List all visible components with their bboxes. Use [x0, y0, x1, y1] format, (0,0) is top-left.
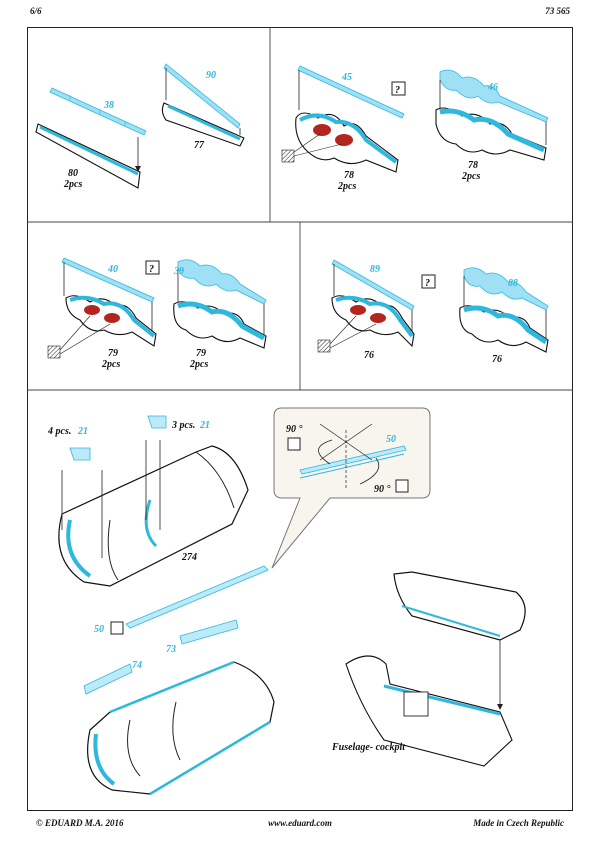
part-78-right: [435, 107, 547, 161]
label-etch-45: 45: [341, 72, 352, 83]
kit-code: 73 565: [545, 6, 570, 16]
panel-4: [317, 259, 549, 353]
label-qty-78a: 2pcs: [337, 181, 356, 192]
label-etch-88: 88: [508, 278, 518, 289]
panel-dividers: [27, 27, 573, 391]
etch-39: [177, 259, 267, 305]
label-part-78b: 78: [468, 160, 478, 171]
label-qty-80: 2pcs: [63, 179, 82, 190]
label-fuselage-cockpit: Fuselage- cockpit: [331, 742, 406, 753]
etch-21-a: [69, 447, 91, 461]
label-hint-p2: ?: [395, 85, 400, 96]
label-etch-38: 38: [103, 100, 114, 111]
label-part-76a: 76: [364, 350, 374, 361]
label-qty-79a: 2pcs: [101, 359, 120, 370]
etch-strip-45: [297, 65, 405, 119]
part-labels: 38 90 80 2pcs 77 45 ? 46 78 2pcs 78 2pcs…: [47, 70, 518, 753]
part-76-right: [459, 305, 549, 353]
etch-73: [179, 619, 239, 645]
label-angle-a: 90 °: [286, 424, 303, 435]
label-etch-39: 39: [173, 266, 184, 277]
label-qty-21a: 4 pcs.: [47, 426, 71, 437]
label-qty-78b: 2pcs: [461, 171, 480, 182]
label-etch-21a: 21: [77, 426, 88, 437]
label-etch-90: 90: [206, 70, 216, 81]
panel-1: [35, 63, 245, 189]
label-hint-p4: ?: [425, 278, 430, 289]
etch-strip-90: [163, 63, 241, 129]
label-etch-21b: 21: [199, 420, 210, 431]
label-part-77: 77: [194, 140, 205, 151]
label-hint-p3: ?: [149, 264, 154, 275]
label-qty-79b: 2pcs: [189, 359, 208, 370]
label-part-79a: 79: [108, 348, 118, 359]
label-part-78a: 78: [344, 170, 354, 181]
label-part-80: 80: [68, 168, 78, 179]
hint-box: [391, 81, 406, 96]
etch-88: [463, 267, 549, 311]
etch-74: [83, 663, 133, 695]
copyright: © EDUARD M.A. 2016: [36, 818, 124, 828]
label-part-76b: 76: [492, 354, 502, 365]
part-274-fuselage: [58, 445, 249, 587]
etch-strip-38: [49, 87, 147, 136]
label-etch-40: 40: [107, 264, 118, 275]
panel-3: [47, 257, 267, 359]
etch-21-b: [147, 415, 167, 429]
label-part-274: 274: [181, 552, 197, 563]
etch-strip-50: [125, 565, 269, 629]
label-detail-50: 50: [386, 434, 396, 445]
panel-5: [58, 407, 526, 796]
panel-2: [281, 65, 549, 173]
label-part-79b: 79: [196, 348, 206, 359]
instruction-frame: [27, 27, 573, 811]
page-number: 6/6: [30, 6, 42, 16]
label-qty-21b: 3 pcs.: [171, 420, 195, 431]
label-etch-89: 89: [370, 264, 380, 275]
hint-box: [421, 274, 436, 289]
cockpit-section: [393, 571, 526, 641]
part-80: [35, 123, 141, 189]
label-angle-b: 90 °: [374, 484, 391, 495]
detail-callout: [271, 407, 431, 569]
label-etch-50: 50: [94, 624, 104, 635]
part-79-right: [173, 301, 267, 349]
hint-box: [145, 260, 160, 275]
origin: Made in Czech Republic: [473, 818, 564, 828]
label-etch-73: 73: [166, 644, 176, 655]
label-etch-46: 46: [487, 82, 498, 93]
website: www.eduard.com: [268, 818, 332, 828]
label-etch-74: 74: [132, 660, 142, 671]
